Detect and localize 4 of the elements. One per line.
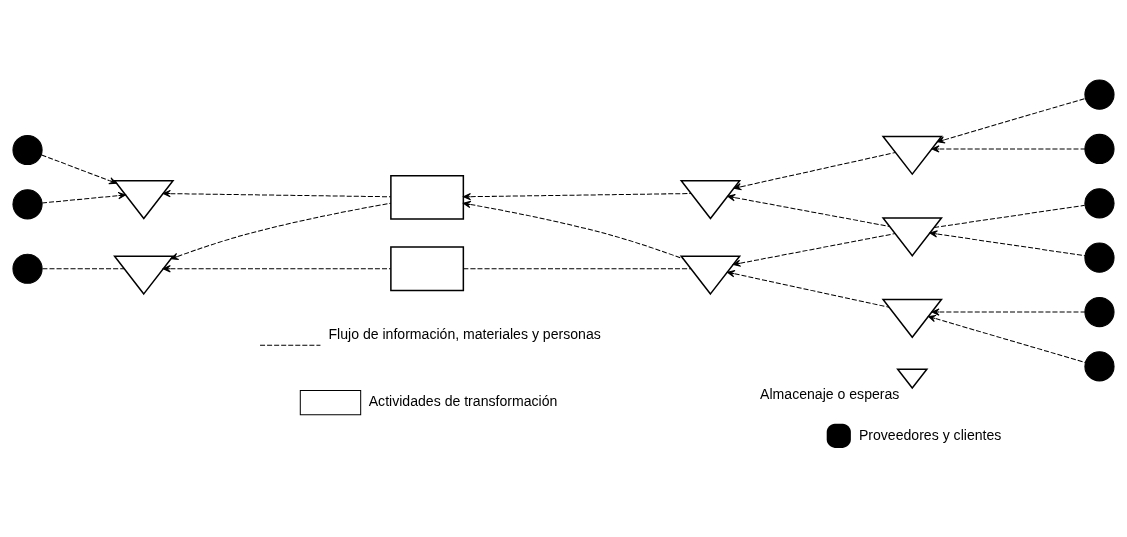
legend-label: Flujo de información, materiales y personas	[328, 325, 601, 342]
legend-label: Almacenaje o esperas	[760, 385, 900, 402]
legend-label: Proveedores y clientes	[858, 426, 1002, 443]
legend-label: Actividades de transformación	[368, 392, 558, 409]
